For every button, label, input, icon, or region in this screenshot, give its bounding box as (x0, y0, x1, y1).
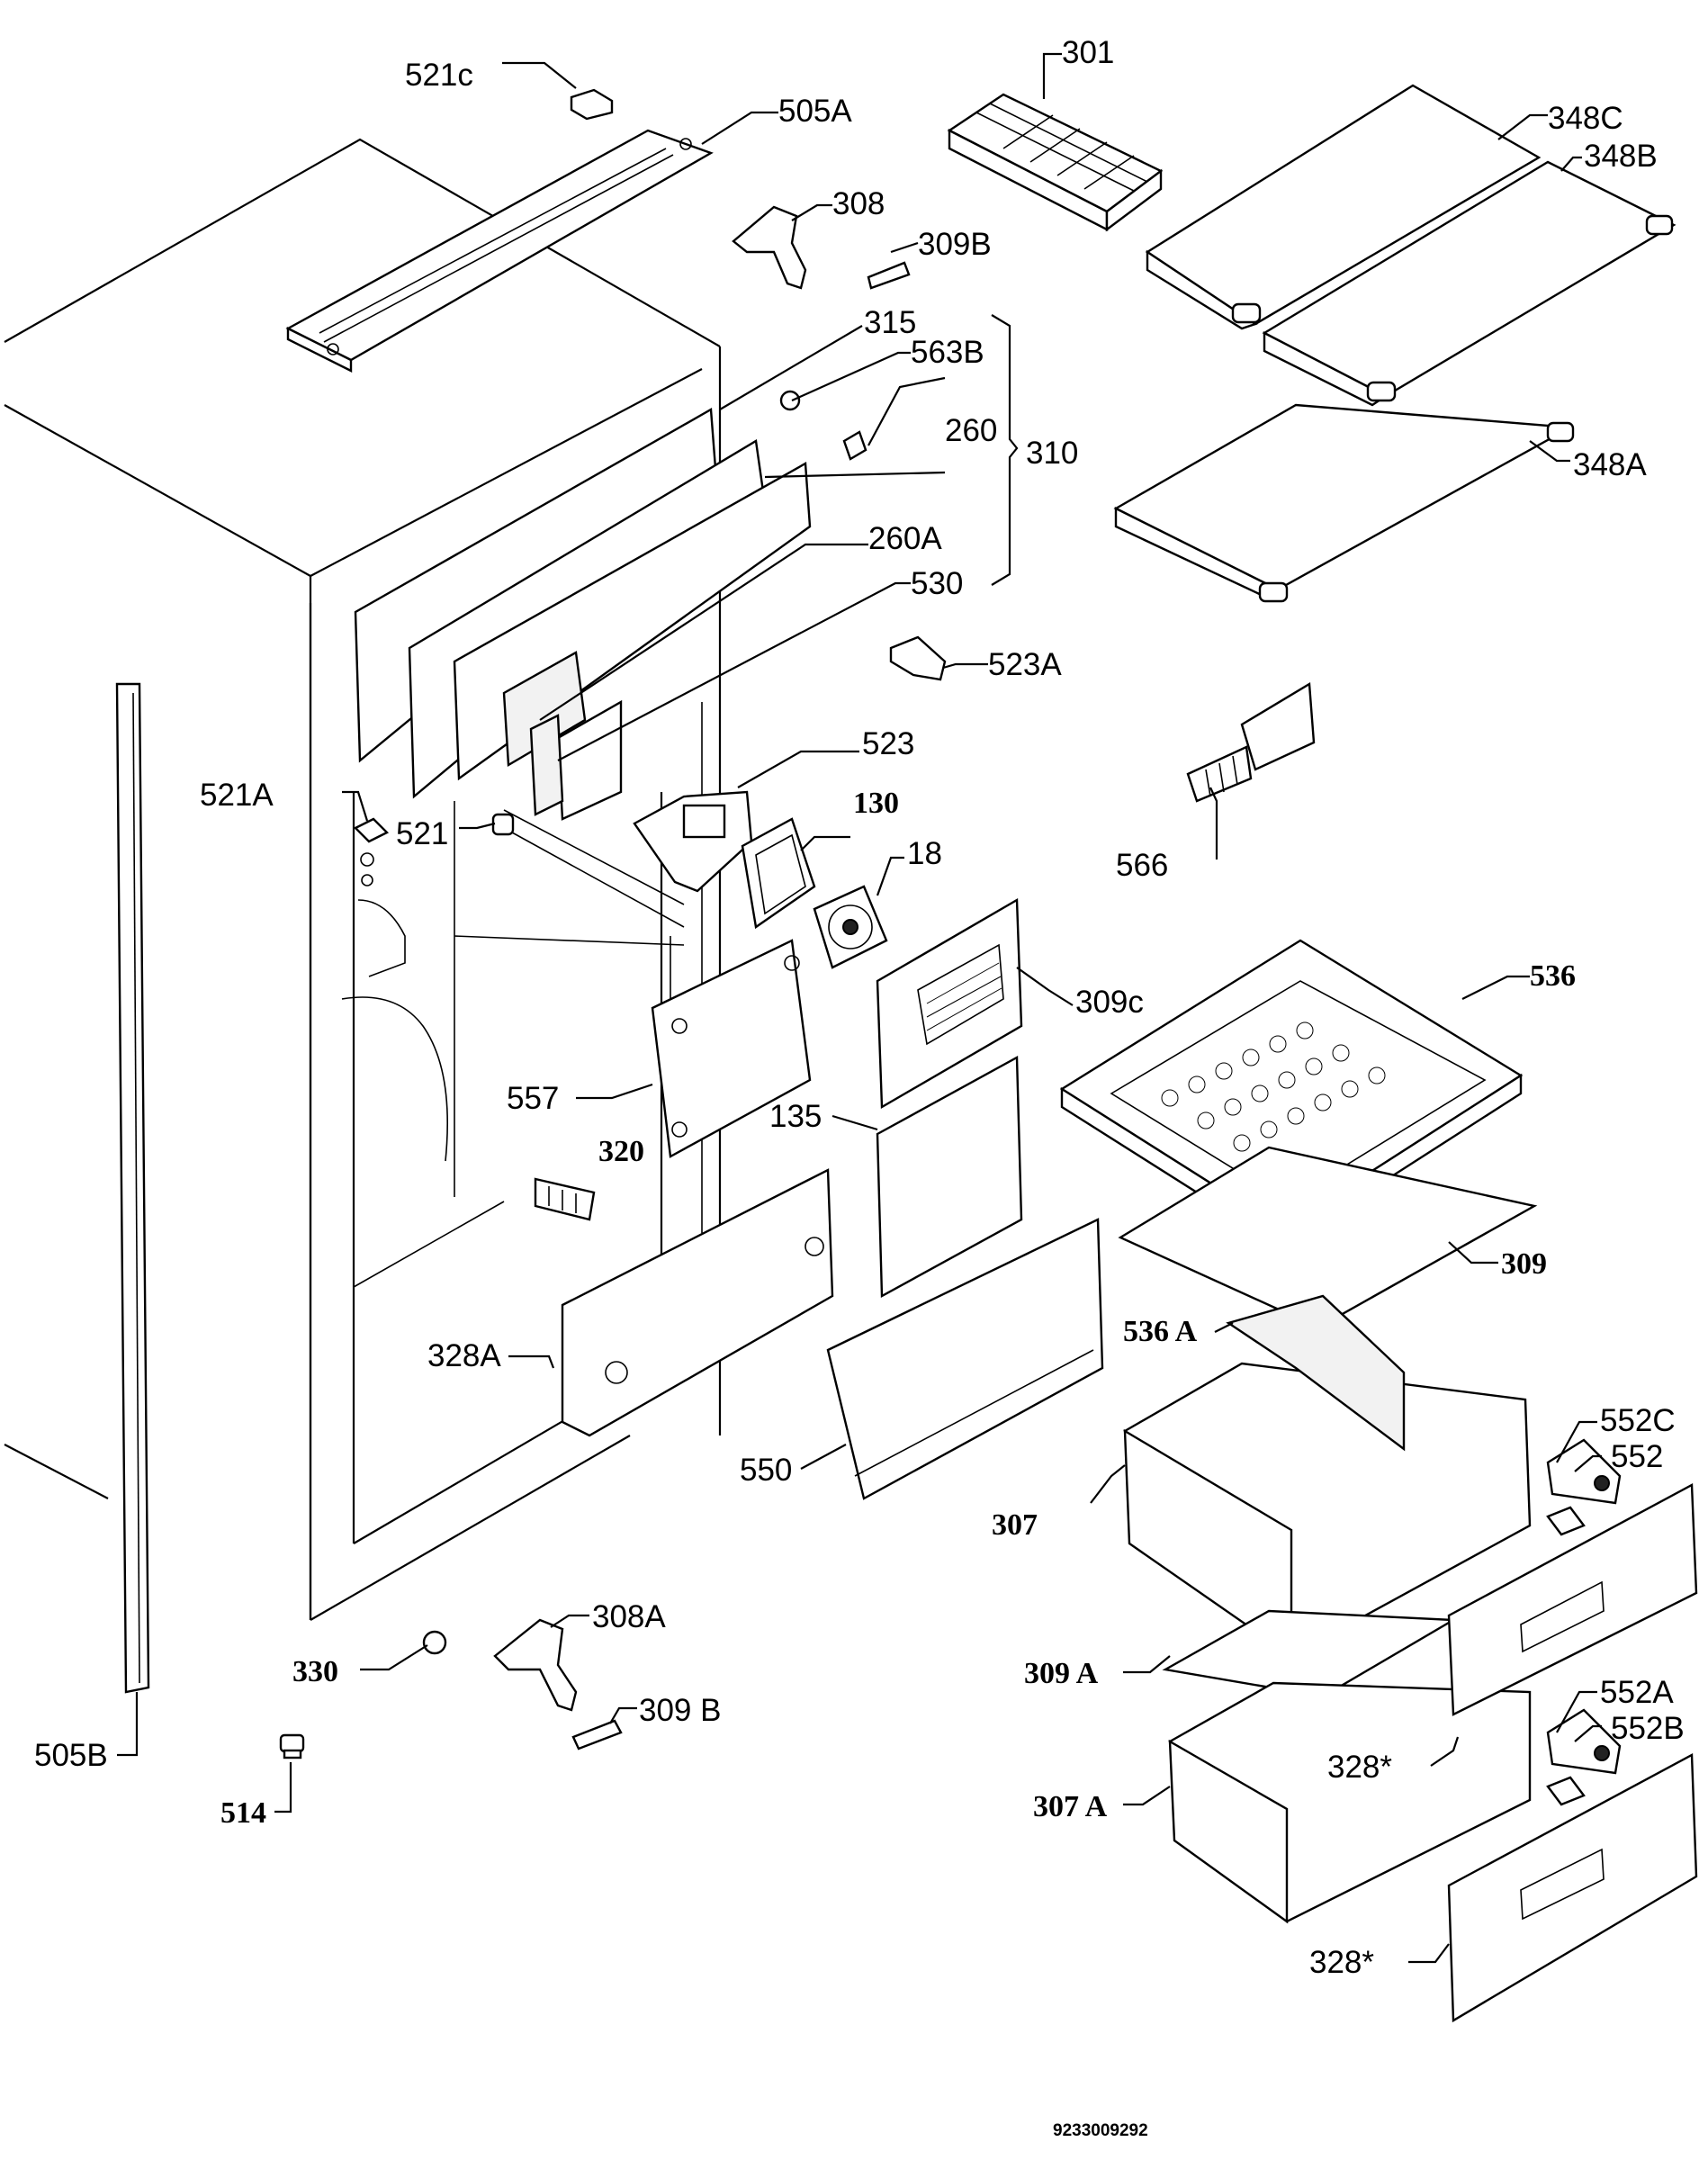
fan-18 (813, 885, 888, 969)
label-328star-top: 328* (1327, 1750, 1392, 1785)
label-328star-bottom: 328* (1309, 1945, 1374, 1980)
lamp-housing-523 (633, 790, 753, 893)
rail-552 (1546, 1438, 1622, 1536)
door-assembly-310 (354, 408, 812, 821)
label-309b-top (867, 261, 911, 290)
label-18: 18 (907, 836, 942, 871)
glass-309 (1118, 1146, 1538, 1329)
label-505b: 505B (34, 1738, 108, 1773)
screw-563b (779, 390, 801, 411)
label-536: 536 (1530, 959, 1576, 993)
label-309: 309 (1501, 1247, 1547, 1281)
label-320: 320 (598, 1135, 644, 1168)
grommet-330 (422, 1630, 447, 1655)
label-530: 530 (911, 566, 963, 601)
label-348a: 348A (1573, 447, 1647, 482)
label-307: 307 (992, 1508, 1038, 1542)
cover-557 (651, 939, 812, 1158)
label-521c: 521c (405, 58, 473, 93)
drawer-front-328a (561, 1168, 834, 1437)
drawer-307 (1123, 1294, 1532, 1659)
drawer-307a (1168, 1681, 1532, 1924)
lamp-521a (353, 817, 390, 886)
hinge-308 (732, 205, 807, 290)
label-315: 315 (864, 305, 916, 340)
hinge-308a (493, 1618, 578, 1712)
label-310: 310 (1026, 436, 1078, 471)
label-309a: 309 A (1024, 1657, 1099, 1690)
label-348b: 348B (1584, 139, 1658, 174)
label-552b: 552B (1611, 1711, 1685, 1746)
panel-135 (876, 1056, 1023, 1298)
leader-lines (117, 52, 1602, 1964)
label-557: 557 (507, 1081, 559, 1116)
label-523a: 523A (988, 647, 1062, 682)
rail-552a (1546, 1708, 1622, 1806)
label-309b-top: 309B (918, 227, 992, 262)
ice-tray-301 (947, 93, 1164, 232)
label-309b-bottom: 309 B (639, 1693, 721, 1728)
glass-shelf-348b (1262, 160, 1677, 407)
label-505a: 505A (778, 94, 852, 129)
label-307a: 307 A (1033, 1790, 1108, 1823)
plate-550 (826, 1218, 1104, 1500)
document-code: 9233009292 (1053, 2121, 1148, 2140)
label-309c: 309c (1075, 985, 1144, 1020)
top-rail-505a (285, 129, 714, 373)
label-536a: 536 A (1123, 1315, 1198, 1348)
lamp-521 (491, 813, 515, 836)
label-130: 130 (853, 787, 899, 820)
filter-130 (741, 817, 816, 930)
label-521: 521 (396, 816, 448, 851)
clip-260 (842, 430, 867, 461)
label-566: 566 (1116, 848, 1168, 883)
scoop-566 (1186, 681, 1316, 803)
label-135: 135 (769, 1099, 822, 1134)
label-308a: 308A (592, 1599, 666, 1634)
cap-521c (570, 88, 614, 121)
label-552c: 552C (1600, 1403, 1676, 1438)
label-563b: 563B (911, 335, 984, 370)
part-labels: 521c 505A 301 348C 348B 308 309B 315 563… (34, 35, 1685, 1980)
label-523: 523 (862, 726, 914, 761)
label-348c: 348C (1548, 101, 1623, 136)
label-550: 550 (740, 1453, 792, 1488)
label-514: 514 (220, 1796, 266, 1830)
label-328a: 328A (427, 1338, 501, 1373)
bracket-310 (991, 314, 1019, 586)
plug-523a (889, 635, 947, 681)
side-rail-505b (115, 682, 150, 1694)
drawer-front-328-lower (1447, 1753, 1698, 2023)
label-301: 301 (1062, 35, 1114, 70)
glass-shelf-348c (1145, 84, 1542, 330)
glass-shelf-348a (1113, 403, 1575, 603)
cabinet-body (4, 138, 722, 1621)
label-308: 308 (832, 186, 885, 221)
part-320 (534, 1177, 596, 1221)
label-552a: 552A (1600, 1675, 1674, 1710)
label-330: 330 (292, 1655, 338, 1688)
drawer-front-328-upper (1447, 1483, 1698, 1716)
foot-514 (279, 1733, 305, 1760)
label-521a: 521A (200, 778, 274, 813)
label-260: 260 (945, 413, 997, 448)
label-260a: 260A (868, 521, 942, 556)
cover-309c (876, 897, 1023, 1110)
label-309b-bottom (571, 1719, 623, 1750)
label-552: 552 (1611, 1439, 1663, 1474)
